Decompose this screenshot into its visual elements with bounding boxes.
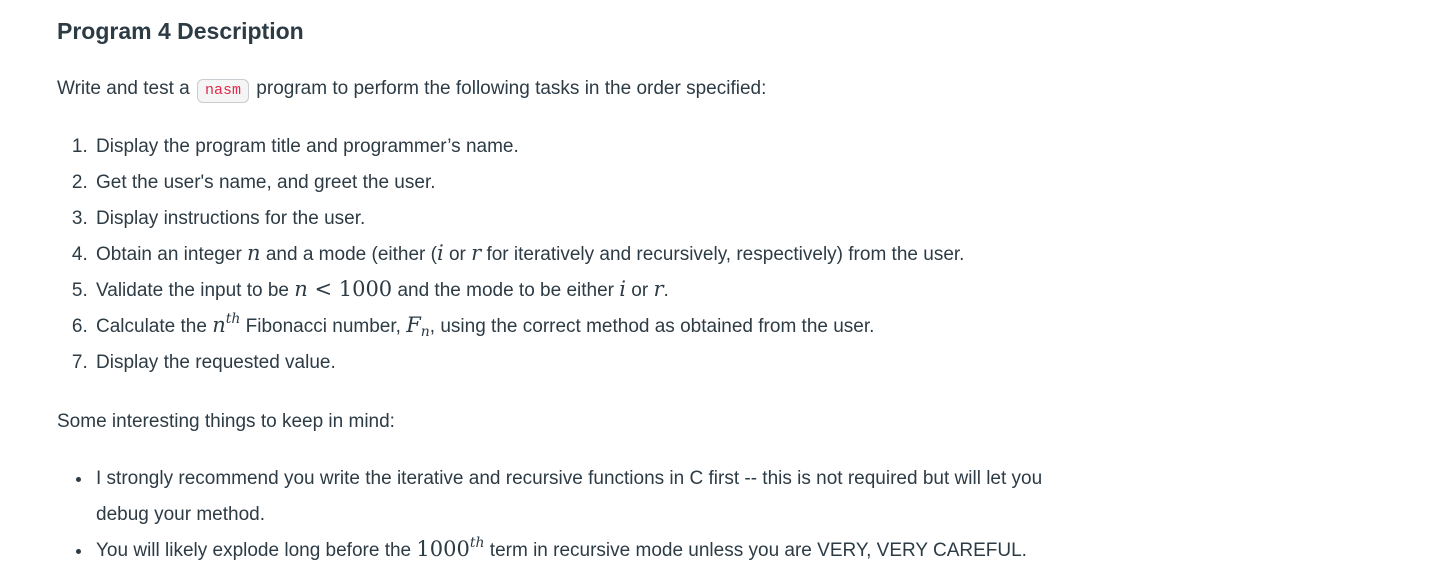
note-text: You will likely explode long before the <box>96 540 417 561</box>
math-var-n: n <box>294 277 308 301</box>
task-text: Fibonacci number, <box>240 316 407 337</box>
math-var-r: r <box>471 241 482 265</box>
note-text: debug your method. <box>96 504 266 525</box>
task-item-2: Get the user's name, and greet the user. <box>93 165 1412 201</box>
note-list: I strongly recommend you write the itera… <box>57 461 1357 569</box>
nasm-code-badge: nasm <box>197 79 250 103</box>
math-var-n: n <box>247 241 261 265</box>
math-expr-lt-1000: < 1000 <box>307 277 393 301</box>
task-text: . <box>663 280 669 301</box>
task-text: Display the requested value. <box>96 352 336 373</box>
task-text: and a mode (either ( <box>260 244 437 265</box>
task-item-5: Validate the input to be n < 1000 and th… <box>93 273 1412 309</box>
math-sup-th: th <box>469 535 485 551</box>
page-title: Program 4 Description <box>57 18 304 44</box>
task-item-6: Calculate the nth Fibonacci number, Fn, … <box>93 309 1412 345</box>
task-list: Display the program title and programmer… <box>57 129 1412 381</box>
math-var-F: F <box>406 313 421 337</box>
intro-text-before-code: Write and test a <box>57 78 195 99</box>
task-item-1: Display the program title and programmer… <box>93 129 1412 165</box>
task-text: Display the program title and programmer… <box>96 136 519 157</box>
task-text: Calculate the <box>96 316 213 337</box>
task-text: and the mode to be either <box>392 280 620 301</box>
task-text: Validate the input to be <box>96 280 295 301</box>
task-text: Obtain an integer <box>96 244 248 265</box>
task-item-7: Display the requested value. <box>93 345 1412 381</box>
note-item-1: I strongly recommend you write the itera… <box>93 461 1357 533</box>
note-text: term in recursive mode unless you are VE… <box>484 540 1027 561</box>
notes-heading: Some interesting things to keep in mind: <box>57 411 395 432</box>
task-text: , using the correct method as obtained f… <box>429 316 875 337</box>
note-item-2: You will likely explode long before the … <box>93 533 1357 569</box>
math-var-r: r <box>653 277 664 301</box>
math-sup-th: th <box>225 311 241 327</box>
task-text: Get the user's name, and greet the user. <box>96 172 436 193</box>
task-text: Display instructions for the user. <box>96 208 366 229</box>
intro-text-after-code: program to perform the following tasks i… <box>251 78 767 99</box>
math-var-i: i <box>619 277 626 301</box>
math-var-i: i <box>436 241 444 265</box>
math-sub-n: n <box>420 324 430 340</box>
task-item-3: Display instructions for the user. <box>93 201 1412 237</box>
math-num-1000: 1000 <box>416 537 470 561</box>
math-var-n: n <box>212 313 226 337</box>
intro-paragraph: Write and test a nasm program to perform… <box>57 76 1412 104</box>
task-text: or <box>443 244 472 265</box>
task-text: or <box>626 280 654 301</box>
note-text: I strongly recommend you write the itera… <box>96 468 1043 489</box>
task-text: for iteratively and recursively, respect… <box>481 244 965 265</box>
task-item-4: Obtain an integer n and a mode (either (… <box>93 237 1412 273</box>
